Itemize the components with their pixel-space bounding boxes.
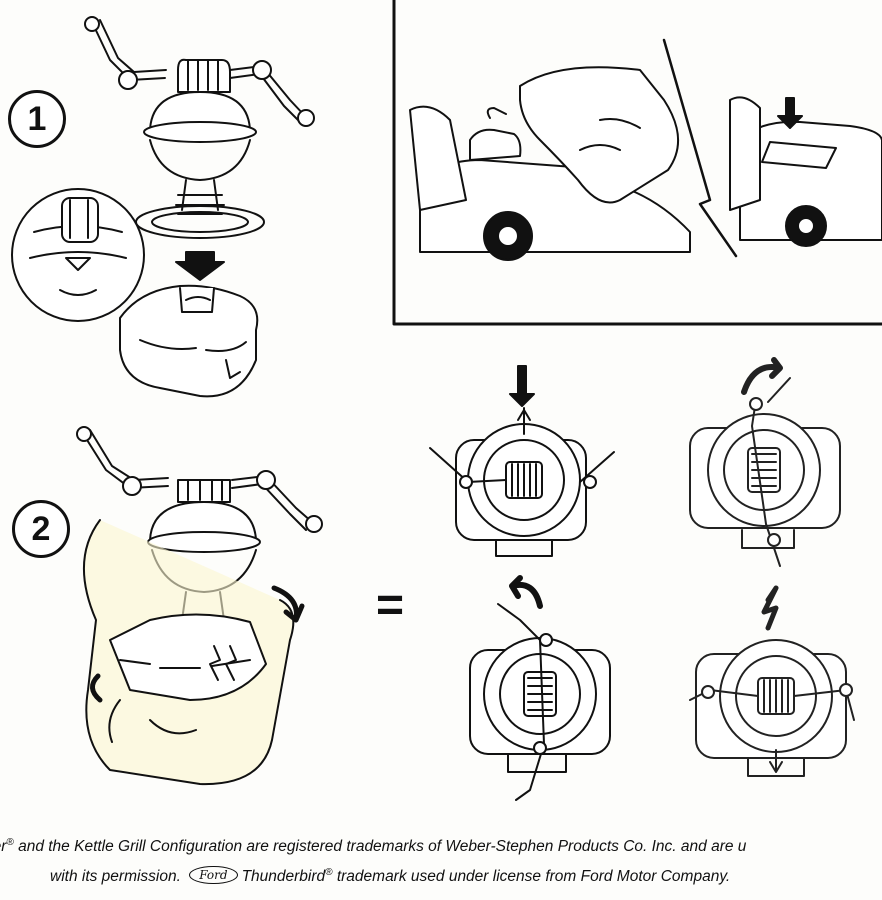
legal-line2-post: trademark used under license from Ford M… (332, 868, 731, 886)
diagram-down-swing (689, 585, 855, 777)
equals-sign: = (376, 579, 405, 632)
ford-logo: Ford (189, 866, 238, 885)
car-scene-frame (392, 0, 882, 326)
legal-line2-pre: with its permission. (50, 868, 181, 886)
step1-down-arrow (175, 251, 225, 281)
diagram-rotate-ccw (469, 575, 611, 801)
legal-line1-post: and the Kettle Grill Configuration are r… (13, 838, 747, 856)
legal-line-1: ber® and the Kettle Grill Configuration … (0, 828, 746, 862)
step-2-badge: 2 (12, 500, 70, 558)
step1-base-piece (119, 284, 259, 398)
step1-robot-figure (84, 16, 315, 239)
step2-rotate-arrow-right (271, 585, 305, 623)
step-2-number: 2 (31, 509, 51, 548)
registered-mark-1: ® (6, 837, 14, 848)
step-1-badge: 1 (8, 90, 66, 148)
diagram-rotate-cw (689, 357, 841, 567)
step2-rotate-arrow-left (90, 673, 103, 703)
registered-mark-2: ® (325, 867, 333, 878)
step-1-number: 1 (27, 99, 47, 138)
step2-hands (82, 519, 295, 786)
diagram-up (429, 365, 615, 557)
step2-robot-figure (76, 426, 323, 621)
legal-line1-pre: ber (0, 838, 7, 856)
brand-name: Thunderbird (241, 868, 326, 886)
step1-zoom-detail (11, 188, 145, 322)
